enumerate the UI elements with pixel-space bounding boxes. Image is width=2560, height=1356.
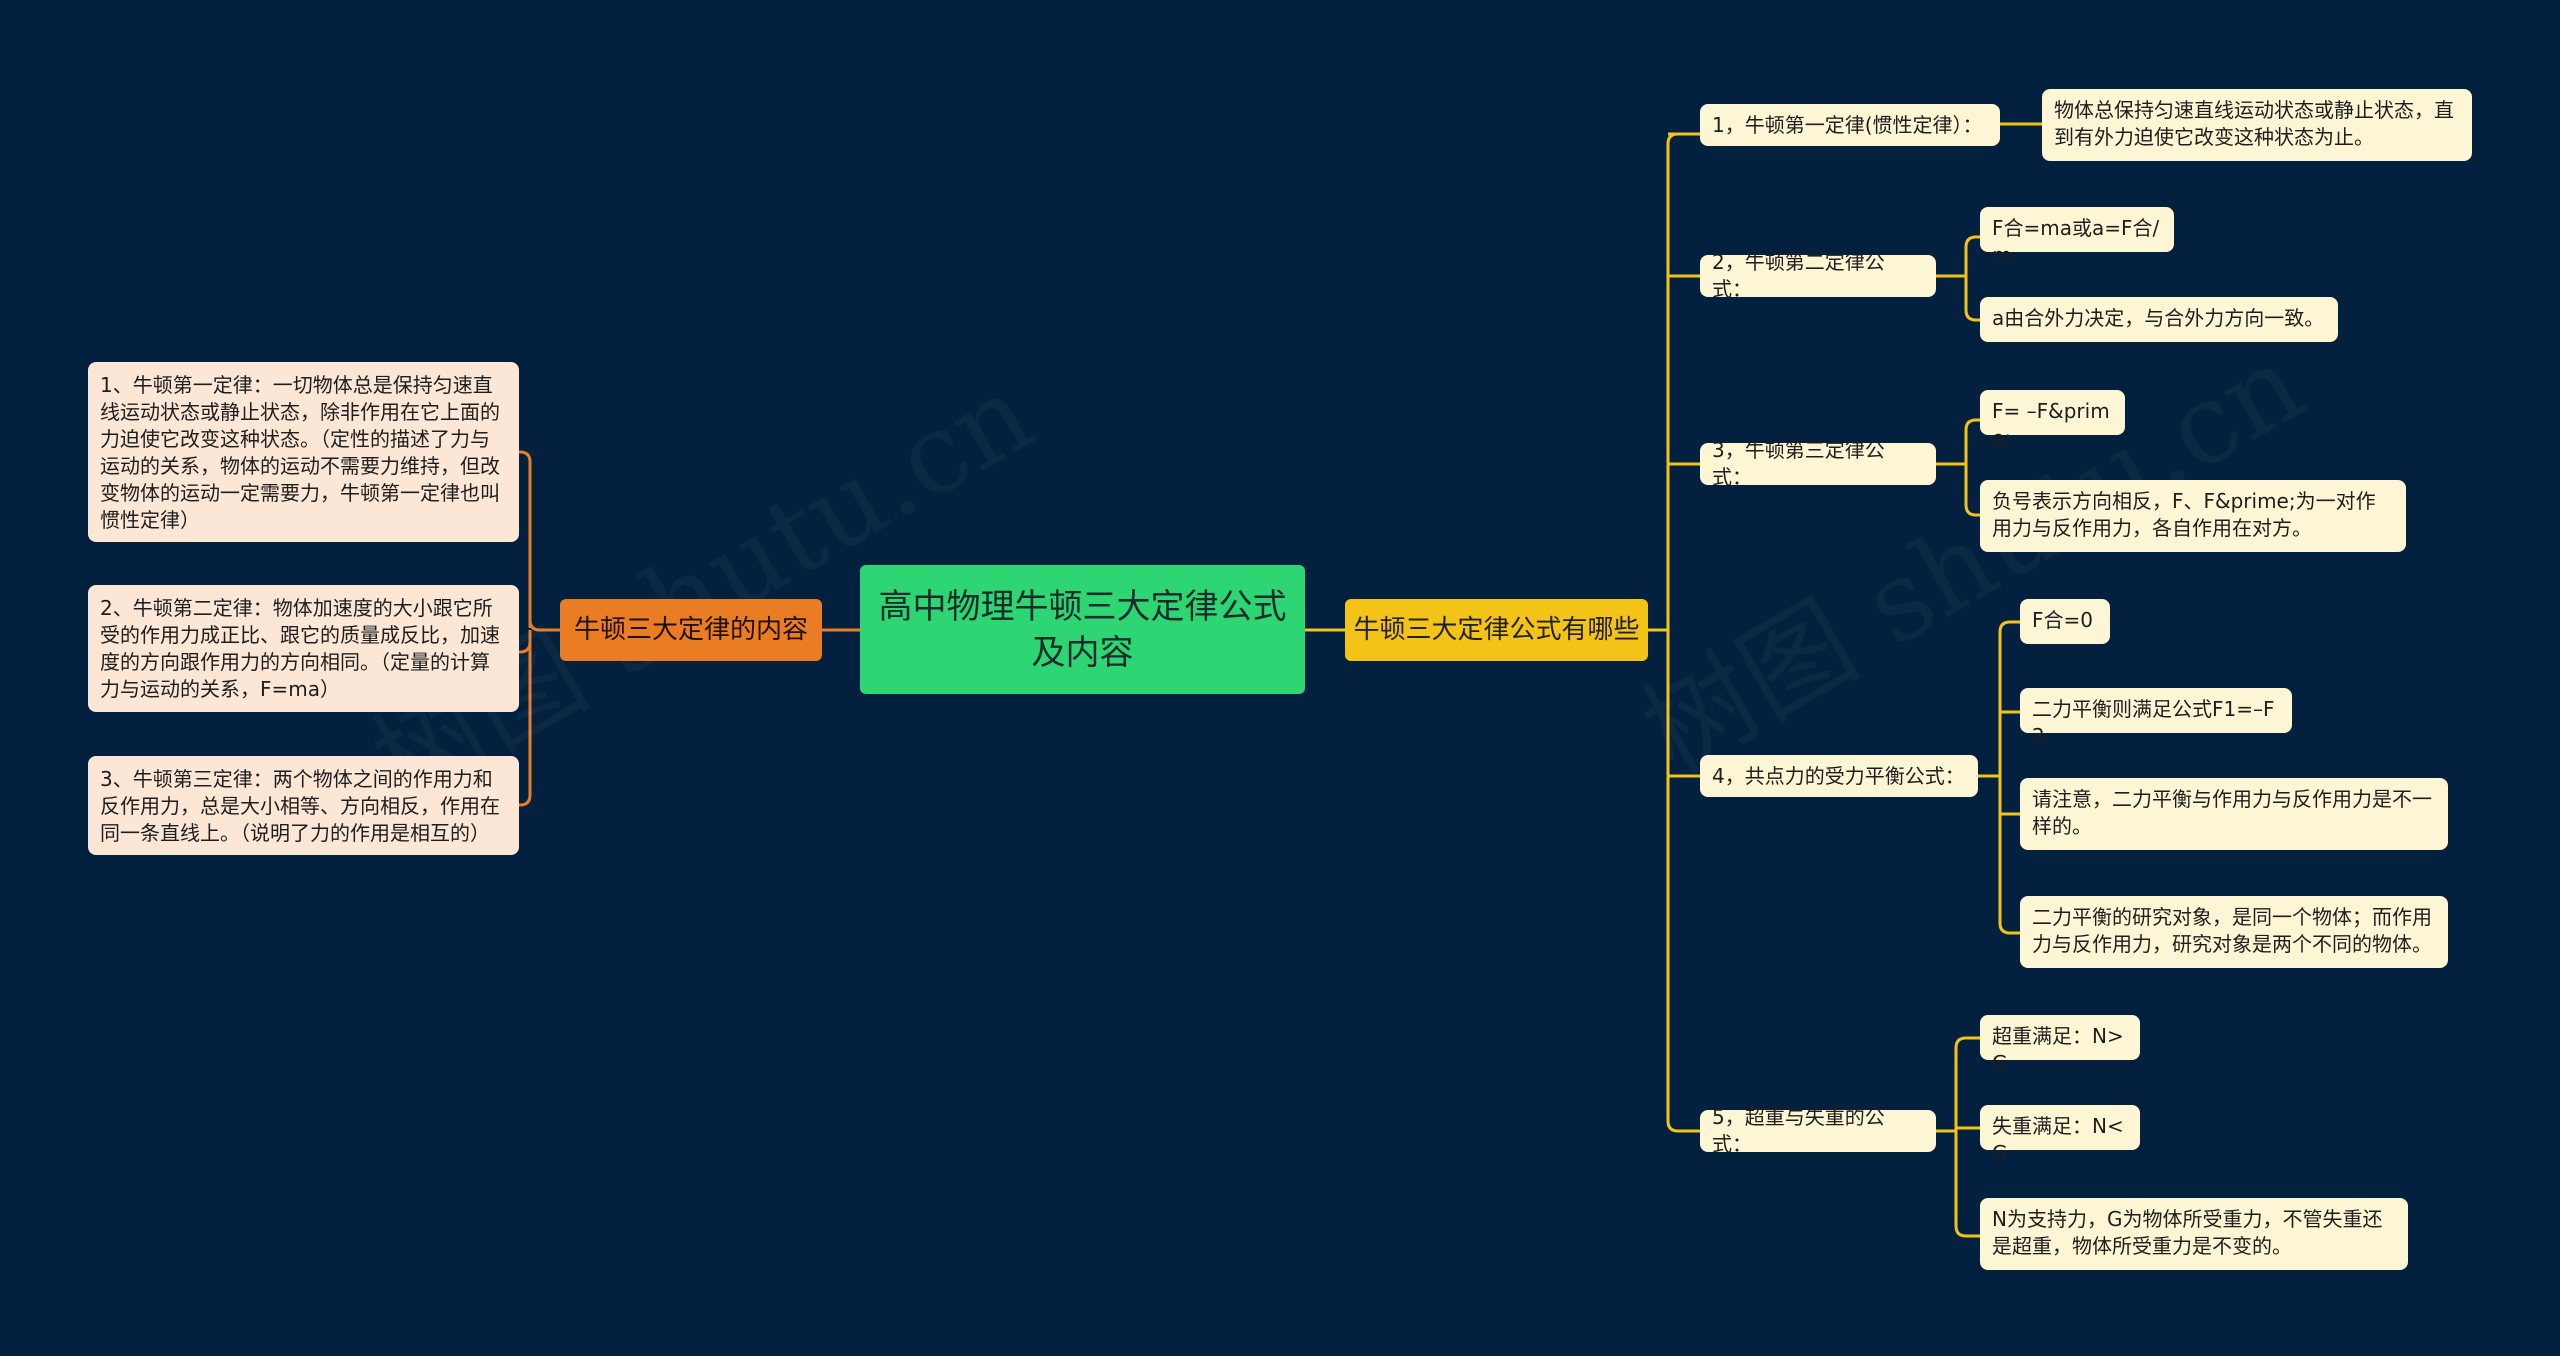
group-2-label: 2，牛顿第二定律公式： [1712,250,1885,301]
group-4-child-4-text: 二力平衡的研究对象，是同一个物体；而作用力与反作用力，研究对象是两个不同的物体。 [2032,905,2432,956]
group-3-child-2-text: 负号表示方向相反，F、F&prime;为一对作用力与反作用力，各自作用在对方。 [1992,489,2376,540]
link-g2 [1936,235,1980,322]
group-5-node[interactable]: 5，超重与失重的公式： [1700,1105,1936,1156]
link-g5 [1936,1036,1980,1238]
group-4-node[interactable]: 4，共点力的受力平衡公式： [1700,755,1978,797]
group-5-child-1[interactable]: 超重满足：N>G [1980,1015,2140,1075]
group-2-child-2[interactable]: a由合外力决定，与合外力方向一致。 [1980,297,2338,342]
group-3-label: 3，牛顿第三定律公式： [1712,438,1885,489]
left-connectors [519,450,860,807]
branch-left-label: 牛顿三大定律的内容 [573,614,808,645]
group-1-child-1[interactable]: 物体总保持匀速直线运动状态或静止状态，直到有外力迫使它改变这种状态为止。 [2042,89,2472,161]
branch-right-node[interactable]: 牛顿三大定律公式有哪些 [1345,599,1648,661]
group-5-child-2-text: 失重满足：N<G [1992,1114,2124,1165]
group-1-child-1-text: 物体总保持匀速直线运动状态或静止状态，直到有外力迫使它改变这种状态为止。 [2054,98,2454,149]
group-1-node[interactable]: 1，牛顿第一定律(惯性定律）： [1700,104,2000,146]
group-3-child-1-text: F= –F&prime; [1992,399,2110,450]
right-connectors [1305,122,2042,1238]
left-item-3-text: 3、牛顿第三定律：两个物体之间的作用力和反作用力，总是大小相等、方向相反，作用在… [100,767,500,845]
root-node[interactable]: 高中物理牛顿三大定律公式及内容 [860,565,1305,694]
left-item-3[interactable]: 3、牛顿第三定律：两个物体之间的作用力和反作用力，总是大小相等、方向相反，作用在… [88,756,519,855]
root-title: 高中物理牛顿三大定律公式及内容 [878,586,1287,673]
group-4-child-3[interactable]: 请注意，二力平衡与作用力与反作用力是不一样的。 [2020,778,2448,850]
group-3-child-1[interactable]: F= –F&prime; [1980,390,2125,450]
group-5-child-1-text: 超重满足：N>G [1992,1024,2124,1075]
link-g4 [1978,620,2020,935]
left-item-1[interactable]: 1、牛顿第一定律：一切物体总是保持匀速直线运动状态或静止状态，除非作用在它上面的… [88,362,519,542]
group-4-child-2-text: 二力平衡则满足公式F1=–F2 [2032,697,2275,748]
group-4-child-1[interactable]: F合=0 [2020,599,2110,644]
link-right-trunk [1648,132,1700,1133]
group-2-node[interactable]: 2，牛顿第二定律公式： [1700,250,1936,301]
group-5-child-3-text: N为支持力，G为物体所受重力，不管失重还是超重，物体所受重力是不变的。 [1992,1207,2383,1258]
group-2-child-2-text: a由合外力决定，与合外力方向一致。 [1992,306,2325,330]
group-5-label: 5，超重与失重的公式： [1712,1105,1885,1156]
group-1-label: 1，牛顿第一定律(惯性定律）： [1712,112,1983,137]
group-5-child-2[interactable]: 失重满足：N<G [1980,1105,2140,1165]
group-3-child-2[interactable]: 负号表示方向相反，F、F&prime;为一对作用力与反作用力，各自作用在对方。 [1980,480,2406,552]
link-left-item-3 [519,630,532,807]
left-item-2[interactable]: 2、牛顿第二定律：物体加速度的大小跟它所受的作用力成正比、跟它的质量成反比，加速… [88,585,519,712]
group-4-child-3-text: 请注意，二力平衡与作用力与反作用力是不一样的。 [2032,787,2432,838]
left-item-1-text: 1、牛顿第一定律：一切物体总是保持匀速直线运动状态或静止状态，除非作用在它上面的… [100,373,500,532]
group-4-child-4[interactable]: 二力平衡的研究对象，是同一个物体；而作用力与反作用力，研究对象是两个不同的物体。 [2020,896,2448,968]
branch-right-label: 牛顿三大定律公式有哪些 [1353,614,1640,645]
group-2-child-1[interactable]: F合=ma或a=F合/m [1980,207,2174,267]
link-g3 [1936,418,1980,517]
group-4-child-2[interactable]: 二力平衡则满足公式F1=–F2 [2020,688,2292,748]
group-3-node[interactable]: 3，牛顿第三定律公式： [1700,438,1936,489]
group-4-label: 4，共点力的受力平衡公式： [1712,763,1965,788]
group-5-child-3[interactable]: N为支持力，G为物体所受重力，不管失重还是超重，物体所受重力是不变的。 [1980,1198,2408,1270]
branch-left-node[interactable]: 牛顿三大定律的内容 [560,599,822,661]
link-left-item-2 [519,616,532,654]
link-left-item-1 [519,450,560,632]
group-4-child-1-text: F合=0 [2032,608,2093,632]
group-2-child-1-text: F合=ma或a=F合/m [1992,216,2160,267]
left-item-2-text: 2、牛顿第二定律：物体加速度的大小跟它所受的作用力成正比、跟它的质量成反比，加速… [100,596,500,701]
